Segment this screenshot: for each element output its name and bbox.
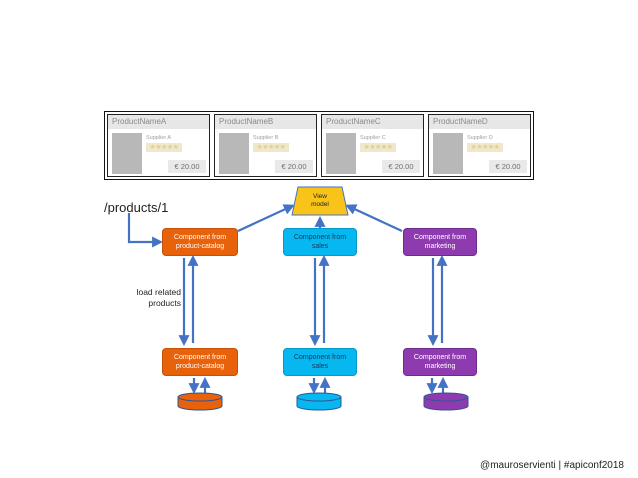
product-card: ProductNameA Supplier A ★★★★★ € 20.00 [107,114,210,177]
product-card: ProductNameD Supplier D ★★★★★ € 20.00 [428,114,531,177]
arrow-catalog-to-viewmodel [237,204,295,232]
component-sales-bottom: Component from sales [283,348,357,376]
product-list-strip: ProductNameA Supplier A ★★★★★ € 20.00 Pr… [104,111,534,180]
footer-credit: @mauroservienti | #apiconf2018 [480,460,624,471]
product-image-placeholder [326,133,356,174]
component-marketing-bottom: Component from marketing [403,348,477,376]
star-rating-icon: ★★★★★ [360,143,396,152]
component-label: Component from marketing [413,234,467,250]
product-card: ProductNameB Supplier B ★★★★★ € 20.00 [214,114,317,177]
star-rating-icon: ★★★★★ [253,143,289,152]
database-icon-sales [296,392,342,411]
product-image-placeholder [219,133,249,174]
product-name: ProductNameD [429,115,530,129]
route-arrow [127,213,164,248]
view-model-label: View model [311,193,329,208]
view-model: View model [292,187,348,215]
product-supplier: Supplier A [146,135,172,141]
product-name: ProductNameA [108,115,209,129]
product-card: ProductNameC Supplier C ★★★★★ € 20.00 [321,114,424,177]
component-label: Component from product-catalog [173,234,227,250]
component-label: Component from marketing [413,354,467,370]
product-name: ProductNameC [322,115,423,129]
product-price: € 20.00 [382,160,420,173]
component-product-catalog-top: Component from product-catalog [162,228,238,256]
arrow-marketing-to-viewmodel [345,204,403,232]
component-label: Component from sales [293,234,347,250]
database-icon-catalog [177,392,223,411]
product-image-placeholder [112,133,142,174]
product-supplier: Supplier D [467,135,493,141]
star-rating-icon: ★★★★★ [467,143,503,152]
route-label: /products/1 [104,200,169,215]
product-supplier: Supplier C [360,135,386,141]
load-related-label: load related products [136,287,181,308]
product-image-placeholder [433,133,463,174]
product-price: € 20.00 [168,160,206,173]
component-product-catalog-bottom: Component from product-catalog [162,348,238,376]
product-supplier: Supplier B [253,135,279,141]
database-icon-marketing [423,392,469,411]
component-label: Component from product-catalog [173,354,227,370]
product-price: € 20.00 [489,160,527,173]
star-rating-icon: ★★★★★ [146,143,182,152]
component-marketing-top: Component from marketing [403,228,477,256]
product-name: ProductNameB [215,115,316,129]
view-model-shape [291,186,349,216]
component-label: Component from sales [293,354,347,370]
product-price: € 20.00 [275,160,313,173]
component-sales-top: Component from sales [283,228,357,256]
